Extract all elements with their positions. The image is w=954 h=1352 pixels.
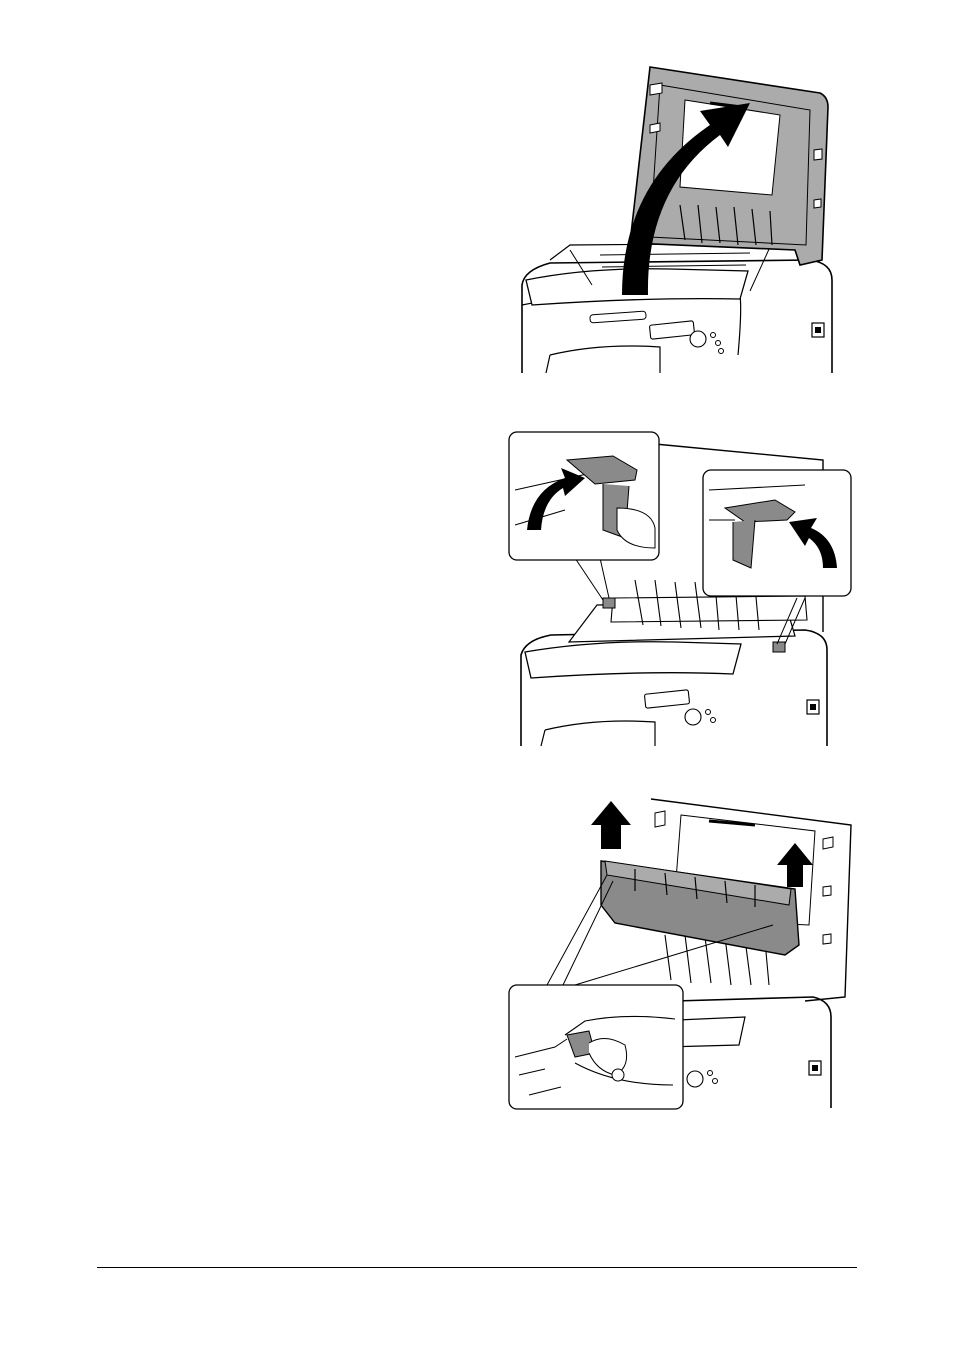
open-top-cover-illustration	[510, 55, 840, 375]
footer-rule	[97, 1267, 857, 1268]
raise-fuser-levers-illustration	[505, 430, 855, 748]
lift-out-fuser-unit-illustration	[505, 795, 855, 1110]
